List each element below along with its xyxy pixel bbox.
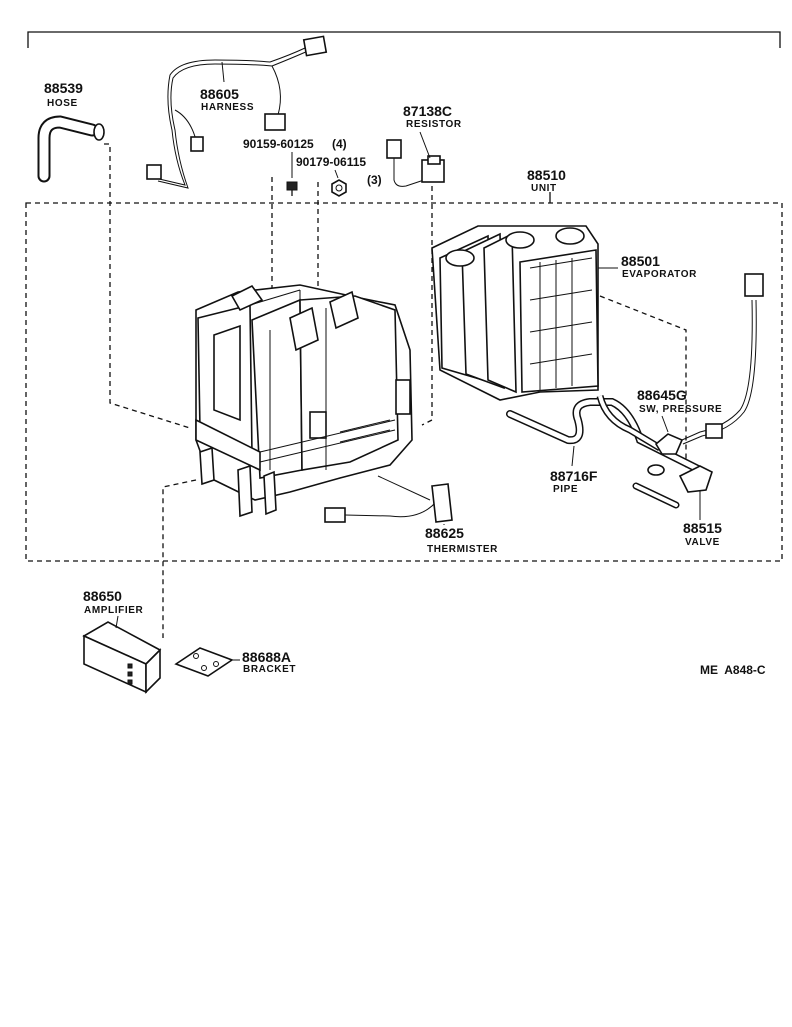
thermister-number: 88625 — [425, 525, 464, 541]
pressure-switch-leader — [661, 415, 669, 433]
harness-name: HARNESS — [201, 102, 254, 113]
pipe-name: PIPE — [553, 484, 578, 495]
evaporator-dash — [599, 295, 687, 470]
resistor-leader — [419, 131, 431, 159]
hose-icon — [37, 115, 105, 183]
amplifier-name: AMPLIFIER — [84, 605, 143, 616]
outer-frame — [27, 31, 781, 48]
valve-icon — [632, 464, 713, 509]
bracket-name: BRACKET — [243, 664, 296, 675]
harness-icon — [146, 35, 328, 189]
valve-name: VALVE — [685, 537, 720, 548]
pressure-switch-name: SW, PRESSURE — [639, 404, 722, 415]
unit-boundary — [25, 192, 783, 562]
screw-code: 90159-60125 — [243, 137, 314, 151]
amplifier-icon — [82, 621, 162, 694]
nut-leader — [334, 169, 339, 179]
diagram-code: ME A848-C — [700, 663, 766, 677]
bracket-number: 88688A — [242, 649, 291, 665]
pipe-icon — [506, 395, 704, 474]
nut-icon — [331, 179, 347, 197]
hose-name: HOSE — [47, 98, 78, 109]
evaporator-icon — [431, 225, 599, 401]
pressure-switch-icon — [654, 273, 764, 455]
unit-number: 88510 — [527, 167, 566, 183]
screw-qty: (4) — [332, 137, 347, 151]
pipe-number: 88716F — [550, 468, 598, 484]
resistor-number: 87138C — [403, 103, 452, 119]
pressure-switch-number: 88645G — [637, 387, 687, 403]
heater-unit-icon — [195, 284, 413, 518]
screw-icon — [286, 181, 298, 196]
hose-number: 88539 — [44, 80, 83, 96]
resistor-dash — [421, 186, 433, 426]
amplifier-leader — [115, 615, 119, 629]
bracket-icon — [174, 647, 234, 677]
evaporator-number: 88501 — [621, 253, 660, 269]
evaporator-name: EVAPORATOR — [622, 269, 697, 280]
unit-name: UNIT — [531, 183, 557, 194]
amplifier-dash — [162, 479, 197, 638]
resistor-icon — [386, 139, 445, 187]
resistor-name: RESISTOR — [406, 119, 462, 130]
pipe-leader — [571, 445, 575, 467]
amplifier-number: 88650 — [83, 588, 122, 604]
hose-leader — [104, 143, 191, 429]
thermister-icon — [324, 475, 453, 523]
harness-number: 88605 — [200, 86, 239, 102]
thermister-name: THERMISTER — [427, 544, 498, 555]
nut-qty: (3) — [367, 173, 382, 187]
harness-leader — [221, 61, 225, 83]
nut-code: 90179-06115 — [296, 155, 366, 169]
valve-number: 88515 — [683, 520, 722, 536]
